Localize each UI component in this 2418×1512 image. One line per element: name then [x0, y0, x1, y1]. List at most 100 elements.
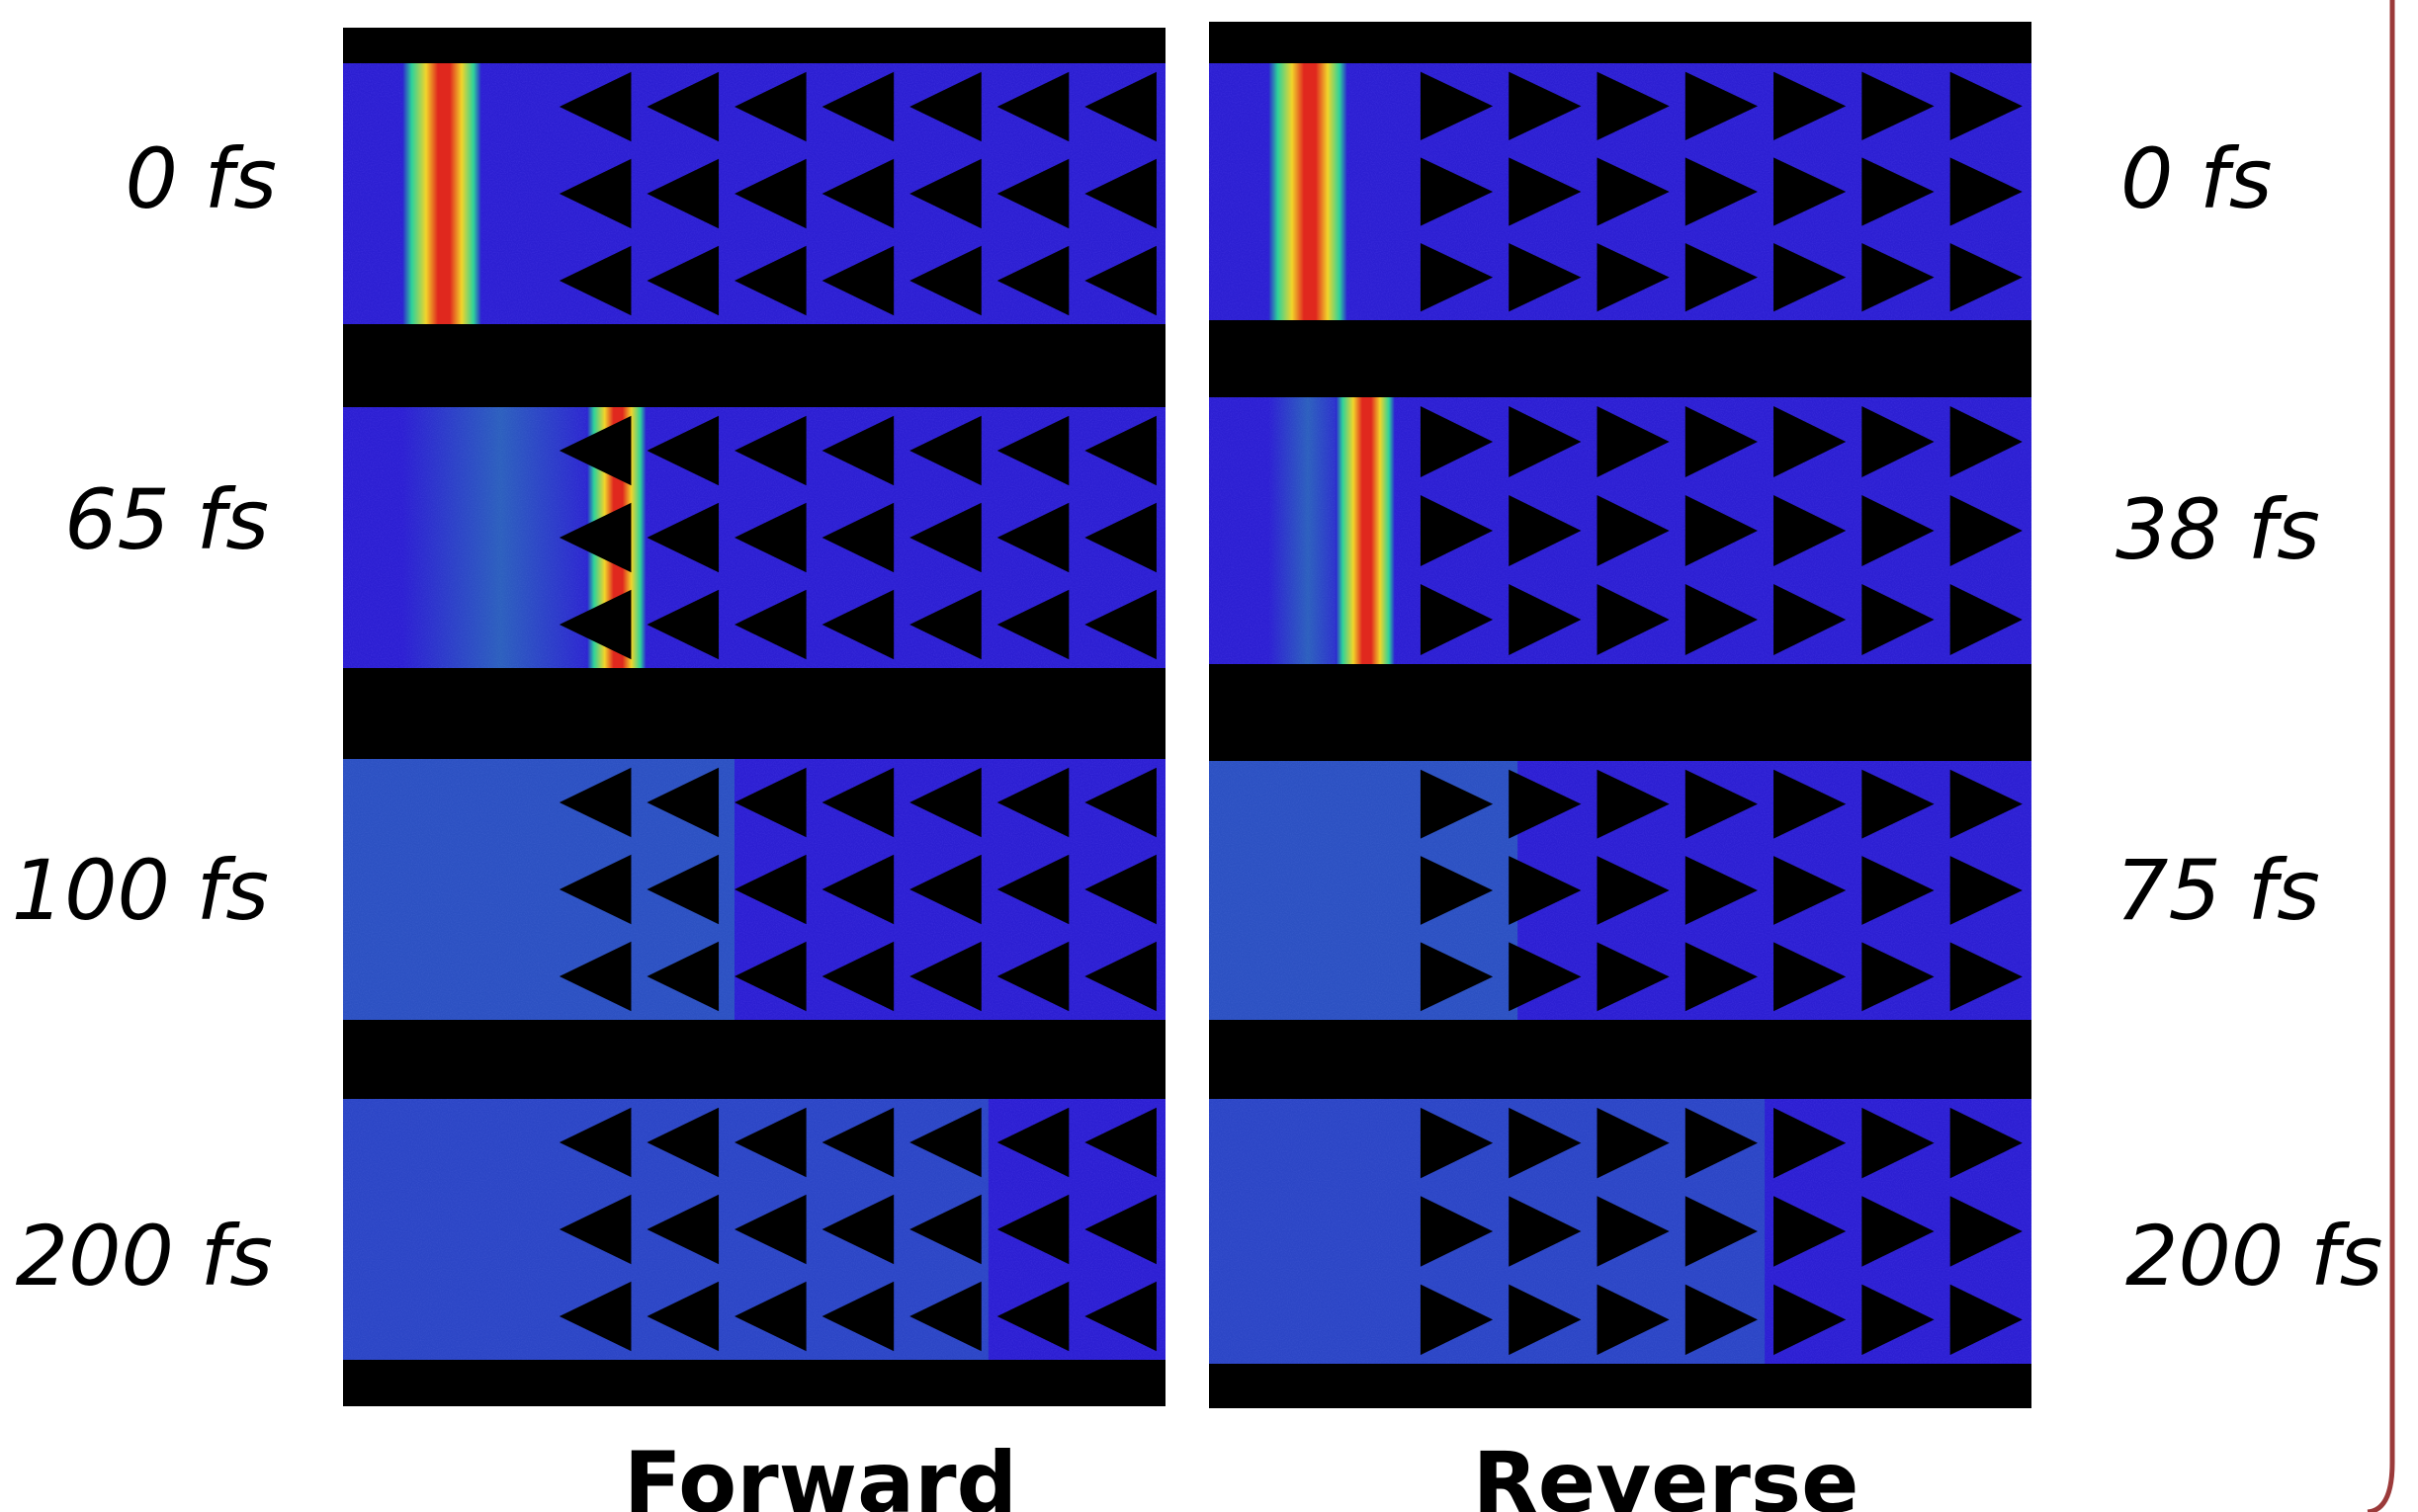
asymmetric-triangle [1949, 1107, 2023, 1179]
asymmetric-triangle [1949, 495, 2023, 566]
asymmetric-triangle [1420, 1196, 1494, 1267]
forward-time-label-2: 100 fs [12, 842, 269, 939]
snapshot-0 [1209, 63, 2031, 320]
asymmetric-triangle [1773, 1196, 1847, 1267]
heat-wake [1268, 397, 1347, 664]
heat-pulse-band [402, 63, 481, 324]
asymmetric-triangle [1420, 1107, 1494, 1179]
asymmetric-triangle [1773, 157, 1847, 226]
asymmetric-triangle [1861, 157, 1935, 226]
asymmetric-triangle [909, 245, 982, 316]
asymmetric-triangle [1684, 1107, 1758, 1179]
forward-column-label: Forward [624, 1434, 1017, 1512]
asymmetric-triangle [996, 158, 1070, 229]
asymmetric-triangle [1420, 942, 1494, 1012]
asymmetric-triangle [647, 1194, 720, 1265]
asymmetric-triangle [1773, 584, 1847, 655]
asymmetric-triangle [1509, 584, 1582, 655]
asymmetric-triangle [1509, 1196, 1582, 1267]
reverse-column [1209, 22, 2031, 1408]
asymmetric-triangle [1861, 584, 1935, 655]
asymmetric-triangle [996, 854, 1070, 925]
asymmetric-triangle [1861, 406, 1935, 477]
asymmetric-triangle [1420, 1284, 1494, 1356]
asymmetric-triangle [1509, 71, 1582, 140]
asymmetric-triangle [821, 502, 895, 573]
asymmetric-triangle [1420, 769, 1494, 839]
asymmetric-triangle [647, 1281, 720, 1352]
asymmetric-triangle [1684, 1284, 1758, 1356]
asymmetric-triangle [734, 1281, 807, 1352]
asymmetric-triangle [1773, 856, 1847, 925]
asymmetric-triangle [821, 941, 895, 1012]
snapshot-2 [343, 759, 1166, 1020]
asymmetric-triangle [1420, 243, 1494, 312]
asymmetric-triangle [1509, 495, 1582, 566]
asymmetric-triangle [559, 502, 632, 573]
asymmetric-triangle [1684, 769, 1758, 839]
asymmetric-triangle [734, 245, 807, 316]
asymmetric-triangle [1949, 769, 2023, 839]
snapshot-1 [343, 407, 1166, 668]
asymmetric-triangle [1084, 158, 1157, 229]
asymmetric-triangle [647, 767, 720, 838]
asymmetric-triangle [1773, 1107, 1847, 1179]
asymmetric-triangle [734, 589, 807, 660]
asymmetric-triangle [647, 854, 720, 925]
asymmetric-triangle [734, 767, 807, 838]
asymmetric-triangle [559, 854, 632, 925]
asymmetric-triangle [821, 854, 895, 925]
asymmetric-triangle [1084, 245, 1157, 316]
asymmetric-triangle [1773, 769, 1847, 839]
asymmetric-triangle [1861, 942, 1935, 1012]
asymmetric-triangle [996, 941, 1070, 1012]
asymmetric-triangle [1084, 854, 1157, 925]
asymmetric-triangle [1084, 1194, 1157, 1265]
asymmetric-triangle [1861, 243, 1935, 312]
asymmetric-triangle [1509, 243, 1582, 312]
asymmetric-triangle [909, 1281, 982, 1352]
asymmetric-triangle [1949, 71, 2023, 140]
asymmetric-triangle [1509, 769, 1582, 839]
asymmetric-triangle [1773, 406, 1847, 477]
asymmetric-triangle [1084, 502, 1157, 573]
asymmetric-triangle [559, 245, 632, 316]
asymmetric-triangle [559, 589, 632, 660]
asymmetric-triangle [1773, 942, 1847, 1012]
asymmetric-triangle [821, 415, 895, 486]
asymmetric-triangle [821, 158, 895, 229]
asymmetric-triangle [1084, 941, 1157, 1012]
asymmetric-triangle [1597, 157, 1670, 226]
asymmetric-triangle [1084, 415, 1157, 486]
asymmetric-triangle [1420, 157, 1494, 226]
asymmetric-triangle [1949, 856, 2023, 925]
forward-time-label-0: 0 fs [126, 130, 277, 227]
asymmetric-triangle [1509, 157, 1582, 226]
asymmetric-triangle [1420, 406, 1494, 477]
asymmetric-triangle [909, 158, 982, 229]
asymmetric-triangle [1084, 1107, 1157, 1178]
asymmetric-triangle [1861, 1284, 1935, 1356]
asymmetric-triangle [996, 71, 1070, 142]
asymmetric-triangle [1949, 157, 2023, 226]
asymmetric-triangle [647, 1107, 720, 1178]
asymmetric-triangle [1084, 71, 1157, 142]
asymmetric-triangle [1684, 243, 1758, 312]
snapshot-3 [1209, 1099, 2031, 1364]
asymmetric-triangle [1420, 71, 1494, 140]
asymmetric-triangle [1597, 1284, 1670, 1356]
reverse-time-label-0: 0 fs [2120, 130, 2272, 227]
asymmetric-triangle [1084, 589, 1157, 660]
asymmetric-triangle [1084, 1281, 1157, 1352]
heat-pulse-band [1336, 397, 1395, 664]
asymmetric-triangle [1684, 406, 1758, 477]
snapshot-1 [1209, 397, 2031, 664]
asymmetric-triangle [734, 415, 807, 486]
asymmetric-triangle [1597, 584, 1670, 655]
snapshot-3 [343, 1099, 1166, 1360]
asymmetric-triangle [821, 1194, 895, 1265]
asymmetric-triangle [821, 1107, 895, 1178]
asymmetric-triangle [647, 941, 720, 1012]
asymmetric-triangle [559, 71, 632, 142]
